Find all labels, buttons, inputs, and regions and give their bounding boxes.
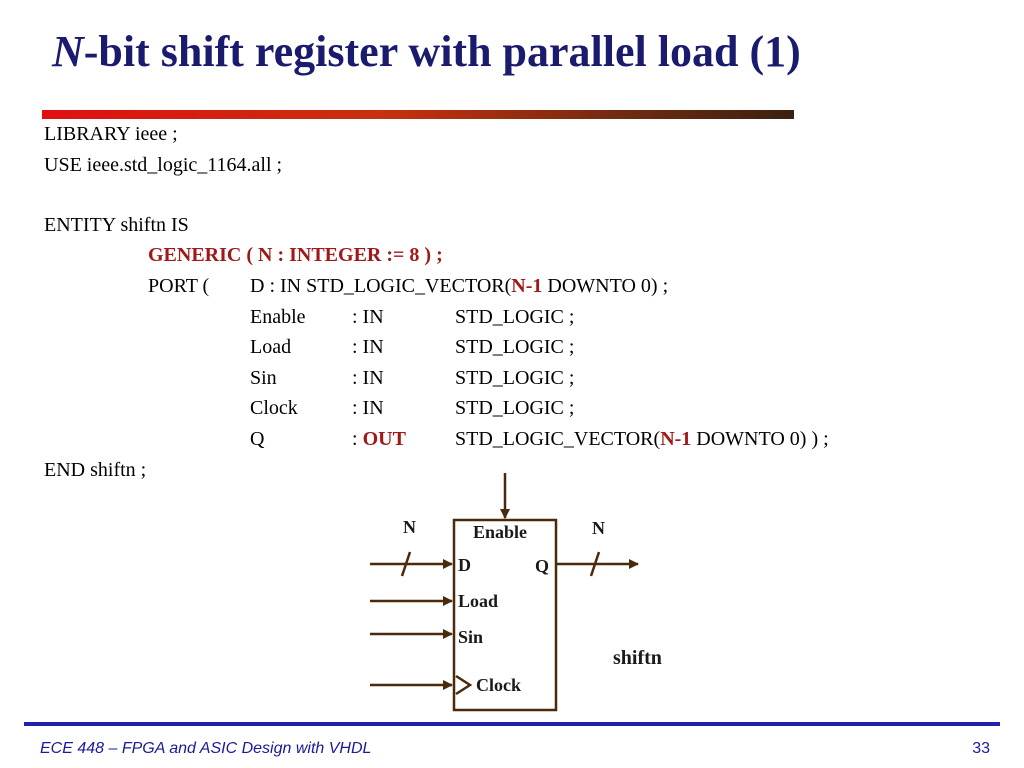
code-port-d-n: N-1 <box>511 275 543 297</box>
d-label: D <box>458 555 471 575</box>
n-input-width-label: N <box>403 517 416 537</box>
enable-label: Enable <box>473 522 528 542</box>
load-label: Load <box>458 591 499 611</box>
code-port-q-type: STD_LOGIC_VECTOR(N-1 DOWNTO 0) ) ; <box>455 427 829 451</box>
footer-course-title: ECE 448 – FPGA and ASIC Design with VHDL <box>40 740 372 757</box>
code-port-type: STD_LOGIC ; <box>455 367 575 389</box>
entity-name-label: shiftn <box>613 647 662 669</box>
sin-label: Sin <box>458 627 484 647</box>
code-port-d-prefix: D : IN STD_LOGIC_VECTOR( <box>250 275 512 297</box>
code-port-q-prefix: STD_LOGIC_VECTOR( <box>455 428 661 450</box>
code-line-generic: GENERIC ( N : INTEGER := 8 ) ; <box>148 244 443 266</box>
code-port-d: D : IN STD_LOGIC_VECTOR(N-1 DOWNTO 0) ; <box>250 274 668 298</box>
code-port-name: Sin <box>250 367 277 389</box>
q-label: Q <box>535 556 550 576</box>
code-port-q-suffix: DOWNTO 0) ) ; <box>691 428 829 450</box>
block-diagram-svg <box>370 473 639 712</box>
clock-triangle <box>455 674 473 696</box>
code-port-mode: : IN <box>352 397 384 419</box>
code-port-d-suffix: DOWNTO 0) ; <box>542 275 669 297</box>
title-text: -bit shift register with parallel load (… <box>83 27 801 76</box>
code-port-type: STD_LOGIC ; <box>455 336 575 358</box>
code-port-type: STD_LOGIC ; <box>455 306 575 328</box>
code-line-end: END shiftn ; <box>44 459 147 481</box>
code-port-mode: : IN <box>352 306 384 328</box>
code-port-mode: : IN <box>352 367 384 389</box>
code-port-name: Clock <box>250 397 298 419</box>
code-port-q-colon: : <box>352 428 358 450</box>
code-port-q-mode: : OUT <box>352 427 406 451</box>
page-number: 33 <box>972 740 990 757</box>
code-port-keyword: PORT ( <box>148 275 210 297</box>
code-port-q-out: OUT <box>362 428 406 450</box>
code-port-name: Enable <box>250 306 306 328</box>
q-bus-slash <box>589 551 601 577</box>
code-port-type: STD_LOGIC ; <box>455 397 575 419</box>
footer-divider <box>24 722 1000 726</box>
title-italic-n: N <box>52 27 84 76</box>
code-line-entity: ENTITY shiftn IS <box>44 214 189 236</box>
title-underline-bar <box>42 110 794 119</box>
n-output-width-label: N <box>592 518 605 538</box>
d-bus-slash <box>400 551 412 577</box>
code-port-q-name: Q <box>250 428 265 450</box>
code-port-name: Load <box>250 336 292 358</box>
code-line-use: USE ieee.std_logic_1164.all ; <box>44 154 283 176</box>
slide-title: N-bit shift register with parallel load … <box>52 22 1012 82</box>
code-port-q-n: N-1 <box>660 428 692 450</box>
register-box <box>452 518 558 712</box>
code-port-mode: : IN <box>352 336 384 358</box>
code-line-library: LIBRARY ieee ; <box>44 123 178 145</box>
shiftn-block-diagram: Enable D Q Load Sin Clock N N shiftn <box>360 468 700 718</box>
clock-label: Clock <box>476 675 521 695</box>
